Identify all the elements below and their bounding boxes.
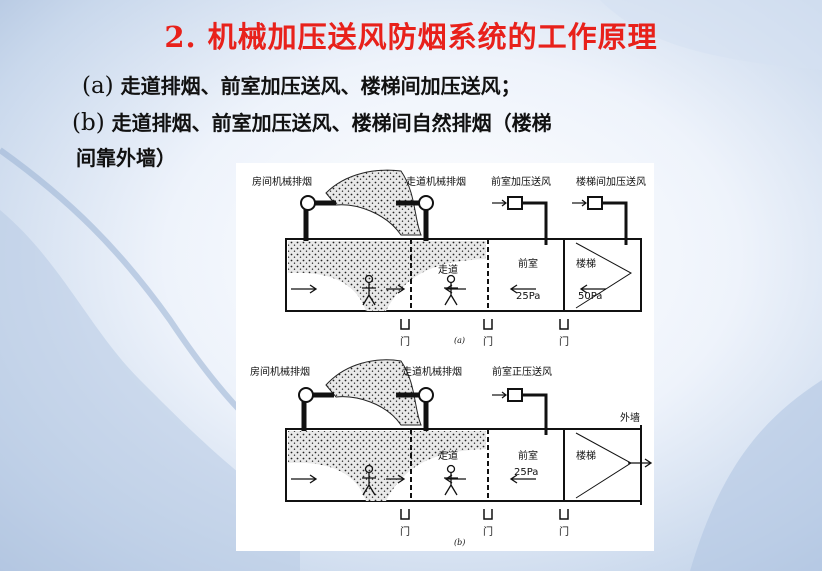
slide-title: 2. 机械加压送风防烟系统的工作原理 (164, 20, 658, 54)
diagram-b-door-3: 门 (559, 525, 569, 538)
diagram-b-anteroom-supply-label: 前室正压送风 (492, 365, 552, 378)
item-b-text: 走道排烟、前室加压送风、楼梯间自然排烟（楼梯 (111, 111, 552, 135)
diagram-a-door-1: 门 (400, 335, 410, 348)
diagram-a-stair-pressure: 50Pa (578, 291, 602, 302)
diagram-b-door-1: 门 (400, 525, 410, 538)
diagram-a-person-icon (362, 274, 458, 306)
diagram-b-corridor-label: 走道 (438, 449, 458, 462)
smoke-control-figure: 房间机械排烟 走道机械排烟 前室加压送风 楼梯间加压送风 走道 前室 楼梯 25… (236, 163, 654, 551)
diagram-b-stairs-label: 楼梯 (576, 449, 596, 462)
diagram-a-caption: (a) (454, 336, 465, 345)
diagram-a-stair-supply-label: 楼梯间加压送风 (576, 175, 646, 188)
diagram-b-anteroom-pressure: 25Pa (514, 467, 538, 478)
diagram-b: 房间机械排烟 走道机械排烟 前室正压送风 外墙 走道 前室 楼梯 25Pa 门 … (250, 359, 653, 547)
item-a-text: 走道排烟、前室加压送风、楼梯间加压送风； (120, 74, 521, 98)
item-a-mark: (a) (82, 73, 114, 99)
diagram-b-outer-wall-label: 外墙 (620, 411, 640, 424)
diagram-a-anteroom-supply-label: 前室加压送风 (491, 175, 551, 188)
diagram-a-anteroom-fan-icon (492, 196, 548, 245)
diagram-b-room-exhaust-label: 房间机械排烟 (250, 365, 310, 378)
diagram-a-room-exhaust-label: 房间机械排烟 (252, 175, 312, 188)
diagram-a-door-3: 门 (559, 335, 569, 348)
item-b: (b) 走道排烟、前室加压送风、楼梯间自然排烟（楼梯 (72, 107, 552, 136)
diagram-a-anteroom-label: 前室 (518, 257, 538, 270)
item-b-mark: (b) (72, 110, 105, 136)
diagram-b-caption: (b) (454, 538, 465, 547)
diagram-a-corridor-label: 走道 (438, 263, 458, 276)
item-b-text-continued: 间靠外墙） (76, 146, 176, 170)
item-b-continued: 间靠外墙） (76, 142, 176, 171)
diagram-a-stairs-label: 楼梯 (576, 257, 596, 270)
item-a: (a) 走道排烟、前室加压送风、楼梯间加压送风； (82, 70, 521, 99)
diagram-a: 房间机械排烟 走道机械排烟 前室加压送风 楼梯间加压送风 走道 前室 楼梯 25… (252, 169, 646, 348)
diagram-b-corridor-exhaust-label: 走道机械排烟 (402, 365, 462, 378)
diagram-b-anteroom-fan-icon (492, 388, 548, 435)
diagram-a-stair-fan-icon (572, 196, 628, 245)
diagram-a-door-2: 门 (483, 335, 493, 348)
diagram-b-door-2: 门 (483, 525, 493, 538)
diagram-a-anteroom-pressure: 25Pa (516, 291, 540, 302)
diagram-b-person-icon (362, 464, 458, 496)
diagram-a-corridor-exhaust-label: 走道机械排烟 (406, 175, 466, 188)
diagram-b-anteroom-label: 前室 (518, 449, 538, 462)
